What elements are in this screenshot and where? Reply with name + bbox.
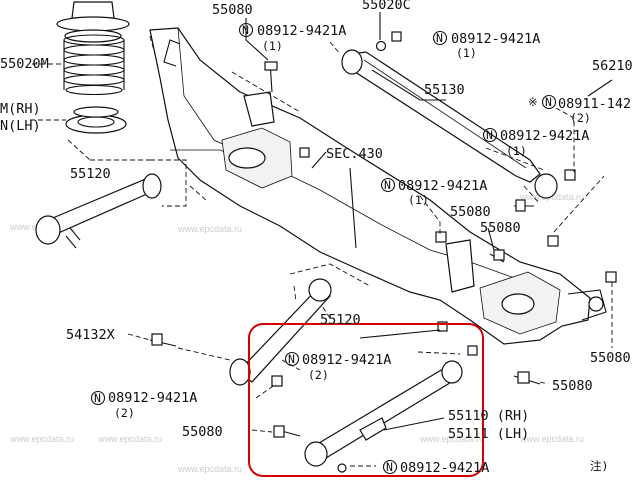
label-08912-mid-right: 08912-9421A — [500, 128, 589, 144]
label-55111: 55111 (LH) — [448, 426, 529, 442]
svg-text:N: N — [94, 391, 101, 405]
label-54132x: 54132X — [66, 327, 115, 343]
label-55080-right-edge: 55080 — [590, 350, 631, 366]
label-55120-center: 55120 — [320, 312, 361, 328]
lower-link-55110 — [304, 360, 463, 467]
label-08912-box: 08912-9421A — [302, 352, 391, 368]
label-08912-left-low: 08912-9421A — [108, 390, 197, 406]
highlight-frame — [248, 323, 484, 477]
label-lh: N(LH) — [0, 118, 41, 134]
label-qty: (2) — [570, 111, 591, 125]
fasteners — [149, 31, 617, 473]
label-08912-center: 08912-9421A — [398, 178, 487, 194]
label-56210: 56210 — [592, 58, 633, 74]
label-55120-left: 55120 — [70, 166, 111, 182]
label-qty: (2) — [308, 368, 329, 382]
label-08911: 08911-142 — [558, 96, 631, 112]
label-55130: 55130 — [424, 82, 465, 98]
label-sec430: SEC.430 — [326, 146, 383, 162]
lateral-link-left — [35, 173, 162, 249]
lateral-link-center — [229, 278, 332, 386]
svg-text:N: N — [486, 128, 493, 142]
watermark-text: www.epcdata.ru — [97, 434, 162, 444]
svg-text:N: N — [288, 352, 295, 366]
label-55080-mid-b: 55080 — [480, 220, 521, 236]
label-55020c: 55020C — [362, 0, 411, 13]
rear-subframe — [149, 27, 607, 345]
leader-lines — [67, 12, 613, 467]
watermark-text: www.epcdata.ru — [419, 434, 484, 444]
upper-link-55130 — [341, 49, 558, 199]
svg-text:N: N — [545, 95, 552, 109]
label-note: 注) — [590, 459, 608, 473]
label-55110: 55110 (RH) — [448, 408, 529, 424]
label-55080-top: 55080 — [212, 2, 253, 18]
label-qty: (1) — [456, 46, 477, 60]
svg-text:N: N — [436, 31, 443, 45]
label-qty: (1) — [408, 193, 429, 207]
label-08912-bottom: 08912-9421A — [400, 460, 489, 476]
svg-text:N: N — [384, 178, 391, 192]
label-08912-top-left: 08912-9421A — [257, 23, 346, 39]
label-rh: M(RH) — [0, 101, 41, 117]
label-qty: (1) — [506, 144, 527, 158]
watermark-text: www.epcdata.ru — [177, 224, 242, 234]
svg-text:N: N — [242, 23, 249, 37]
n-markers: N N N N N N N N — [90, 22, 557, 475]
label-08912-top-right: 08912-9421A — [451, 31, 540, 47]
label-55020m: 55020M — [0, 56, 49, 72]
label-55080-mid-a: 55080 — [450, 204, 491, 220]
svg-text:N: N — [386, 460, 393, 474]
watermark-text: www.epcdata.ru — [519, 434, 584, 444]
label-qty: (2) — [114, 406, 135, 420]
label-asterisk: ※ — [528, 95, 538, 109]
label-55080-right: 55080 — [552, 378, 593, 394]
coil-spring — [30, 1, 130, 134]
watermark-text: www.epcdata.ru — [177, 464, 242, 474]
watermark-text: www.epcdata.ru — [9, 434, 74, 444]
label-qty: (1) — [262, 39, 283, 53]
label-55080-low: 55080 — [182, 424, 223, 440]
